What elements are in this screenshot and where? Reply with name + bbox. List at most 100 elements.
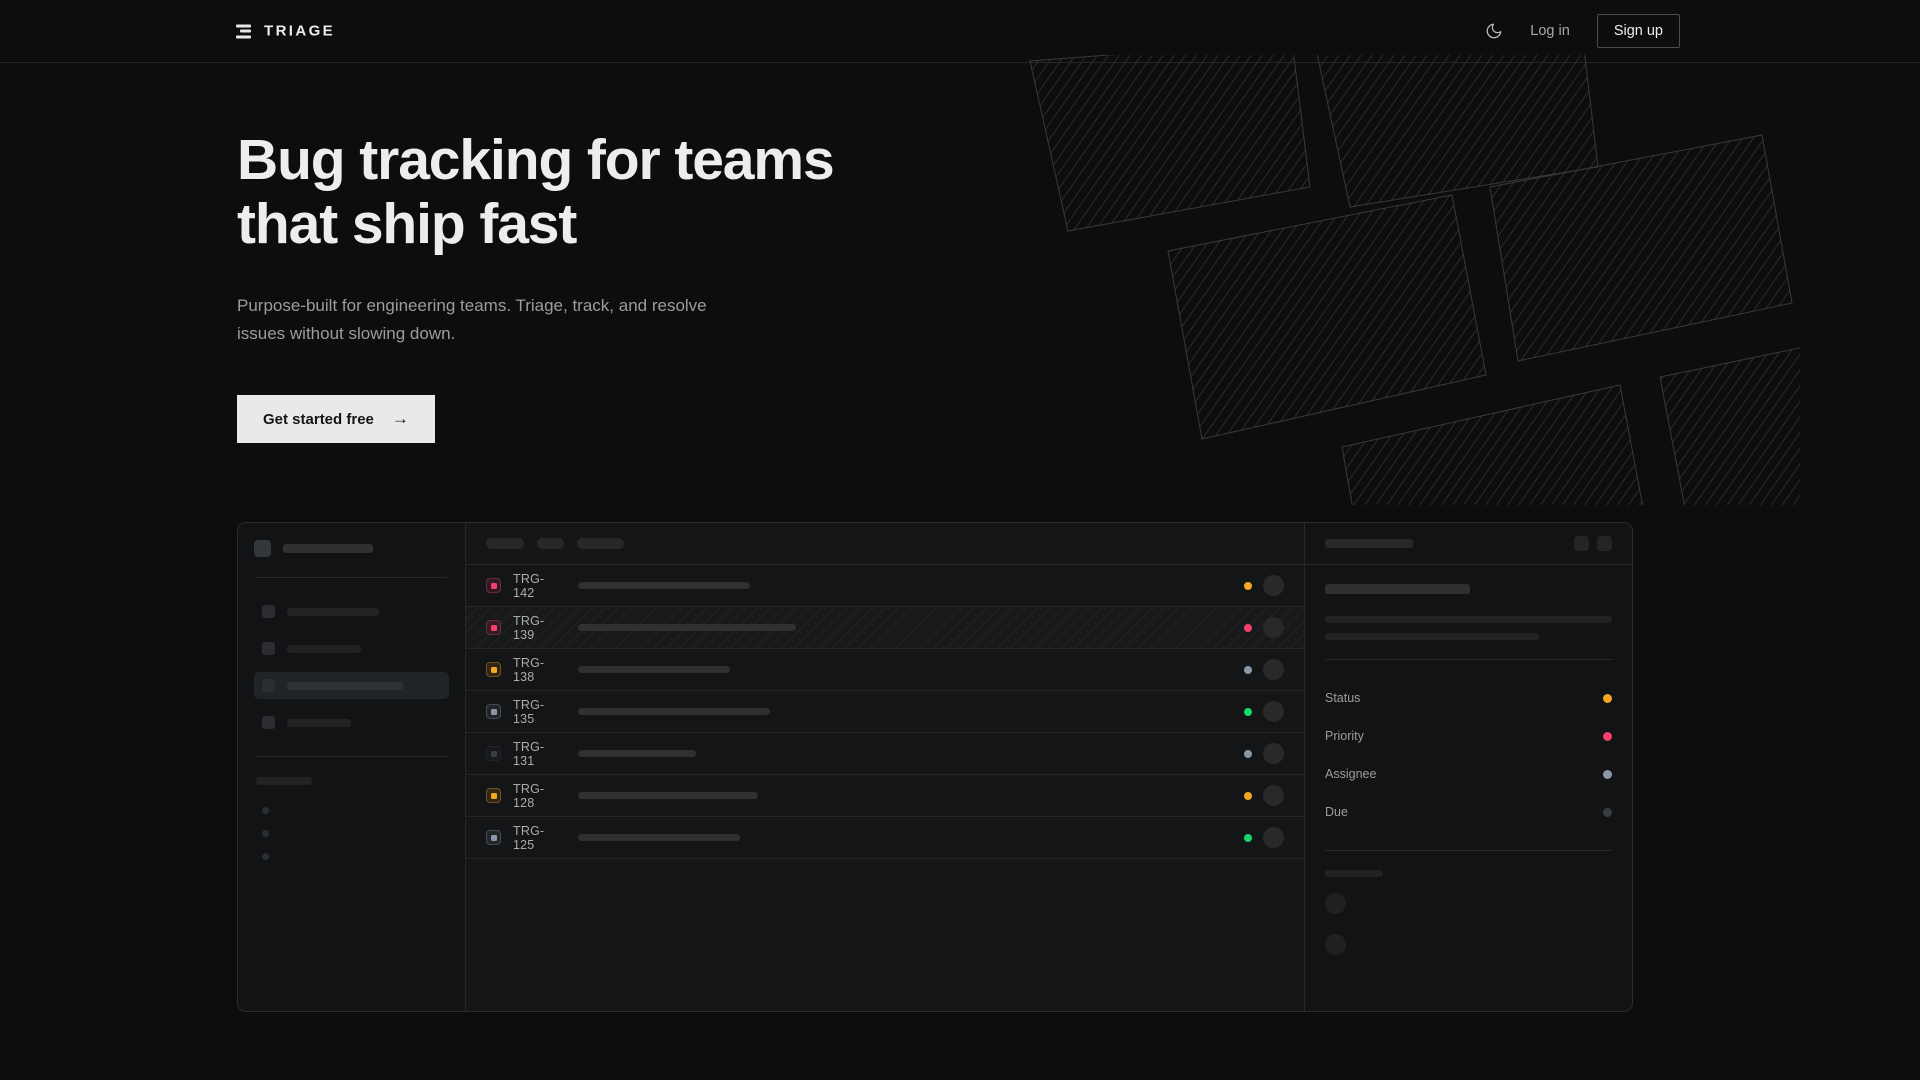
detail-header-actions [1574,536,1612,551]
avatar[interactable] [1263,659,1284,680]
detail-action-button-2[interactable] [1597,536,1612,551]
issue-id: TRG-128 [513,781,545,810]
table-row[interactable]: TRG-142 [466,565,1304,607]
sidebar-sub-item-1[interactable] [254,822,449,845]
detail-field-status[interactable]: Status [1325,679,1612,717]
table-row[interactable]: TRG-125 [466,817,1304,859]
brand-name: TRIAGE [264,22,336,40]
issue-id: TRG-131 [513,739,545,768]
filter-chip-2[interactable] [577,538,624,549]
avatar[interactable] [1263,575,1284,596]
issue-title-placeholder [578,750,696,757]
detail-field-assignee[interactable]: Assignee [1325,755,1612,793]
sidebar-item-3[interactable] [254,709,449,736]
sidebar-item-icon [262,716,275,729]
status-icon [486,746,501,761]
sidebar-sub-items [254,799,449,868]
avatar [1325,934,1346,955]
detail-field-priority[interactable]: Priority [1325,717,1612,755]
field-label: Due [1325,805,1348,819]
page-title: Bug tracking for teams that ship fast [237,128,835,257]
workspace-switcher[interactable] [254,540,449,557]
hero-title-line-1: Bug tracking for teams [237,128,835,192]
sidebar-item-icon [262,605,275,618]
sidebar-item-1[interactable] [254,635,449,662]
issue-title-placeholder [578,666,730,673]
bullet-icon [262,853,269,860]
priority-dot-icon [1244,791,1252,800]
table-row[interactable]: TRG-139 [466,607,1304,649]
hatched-panels-decoration [1029,55,1800,505]
issue-title-placeholder [578,582,750,589]
issue-title-placeholder [578,792,758,799]
sidebar-item-0[interactable] [254,598,449,625]
row-meta [1244,659,1284,680]
activity-section-label [1325,870,1383,877]
sidebar-section-label [256,777,312,785]
row-meta [1244,743,1284,764]
hero-title-line-2: that ship fast [237,192,577,257]
avatar[interactable] [1263,617,1284,638]
brand-logo[interactable]: TRIAGE [236,23,335,40]
signup-button[interactable]: Sign up [1596,14,1680,48]
field-value-dot-icon [1603,731,1612,741]
issue-id: TRG-135 [513,697,545,726]
filter-chip-0[interactable] [486,538,524,549]
issue-title-placeholder [578,708,770,715]
detail-field-due[interactable]: Due [1325,793,1612,831]
sidebar-sub-item-0[interactable] [254,799,449,822]
avatar[interactable] [1263,827,1284,848]
priority-dot-icon [1244,581,1252,590]
issue-title-placeholder [578,834,740,841]
sidebar-item-label [287,681,403,690]
sidebar-item-2[interactable] [254,672,449,699]
table-row[interactable]: TRG-135 [466,691,1304,733]
detail-action-button-1[interactable] [1574,536,1589,551]
row-meta [1244,827,1284,848]
table-row[interactable]: TRG-138 [466,649,1304,691]
priority-dot-icon [1244,665,1252,674]
row-meta [1244,617,1284,638]
sidebar-sub-item-2[interactable] [254,845,449,868]
sidebar-nav [254,598,449,736]
avatar[interactable] [1263,785,1284,806]
top-navigation-bar: TRIAGE Log in Sign up [0,0,1920,63]
field-label: Status [1325,691,1361,705]
description-line-1 [1325,616,1612,623]
table-row[interactable]: TRG-131 [466,733,1304,775]
table-row[interactable]: TRG-128 [466,775,1304,817]
status-icon [486,620,501,635]
avatar[interactable] [1263,701,1284,722]
status-icon [486,662,501,677]
sidebar-item-label [287,607,379,616]
issue-title-placeholder [578,624,796,631]
list-filter-toolbar [466,523,1304,565]
status-icon [486,704,501,719]
priority-dot-icon [1244,623,1252,632]
issue-id: TRG-142 [513,571,545,600]
issue-id: TRG-138 [513,655,545,684]
field-label: Assignee [1325,767,1377,781]
theme-toggle-button[interactable] [1485,22,1503,40]
status-icon [486,788,501,803]
priority-dot-icon [1244,749,1252,758]
mock-sidebar [238,523,466,1011]
activity-item [1325,883,1612,924]
nav-actions: Log in Sign up [1485,14,1680,48]
bullet-icon [262,830,269,837]
login-link[interactable]: Log in [1530,23,1570,39]
sidebar-divider-2 [256,756,447,757]
activity-list [1325,883,1612,965]
sidebar-divider [256,577,447,578]
status-icon [486,830,501,845]
detail-title-placeholder [1325,539,1413,548]
avatar[interactable] [1263,743,1284,764]
field-value-dot-icon [1603,807,1612,817]
avatar [1325,893,1346,914]
get-started-button[interactable]: Get started free → [237,395,435,443]
sidebar-item-label [287,718,351,727]
filter-chip-1[interactable] [537,538,564,549]
